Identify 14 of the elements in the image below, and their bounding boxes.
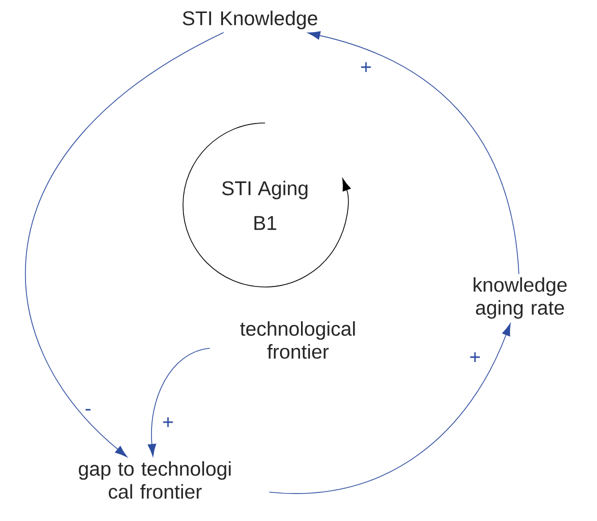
- variable-label: knowledge aging rate: [474, 277, 567, 319]
- polarity-sign: +: [359, 61, 373, 75]
- variable-label: technological frontier: [240, 321, 355, 359]
- arrow: [148, 348, 210, 456]
- variable-label: gap to technologi cal frontier: [78, 461, 231, 499]
- arrow: [308, 31, 520, 274]
- polarity-sign: -: [84, 408, 92, 416]
- polarity-sign: +: [468, 351, 482, 365]
- loop-label: B1: [254, 216, 276, 230]
- arrow: [268, 323, 511, 494]
- variable-label: STI Knowledge: [182, 10, 318, 30]
- polarity-sign: +: [161, 416, 175, 430]
- arrow: [25, 32, 224, 458]
- loop-label: STI Aging: [222, 180, 308, 200]
